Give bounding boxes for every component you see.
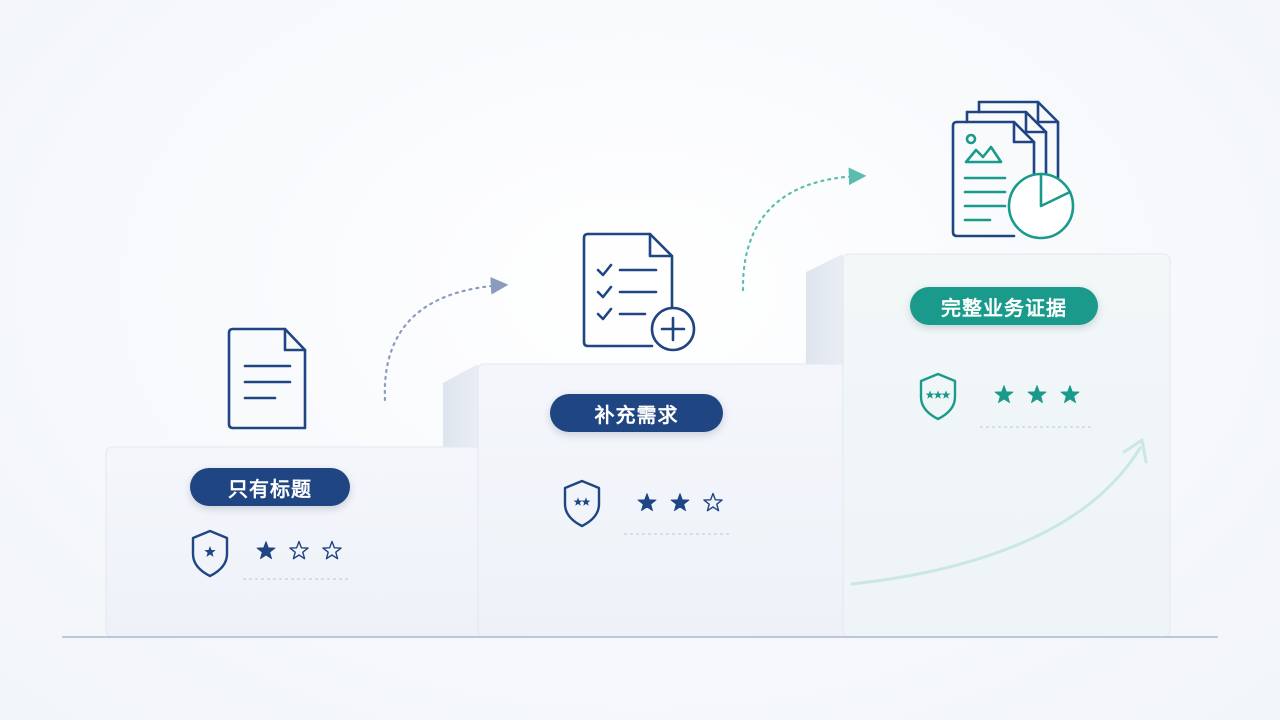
star-filled-icon	[256, 541, 276, 560]
star-filled-icon	[670, 493, 690, 512]
step-block-3	[806, 253, 1171, 638]
shield-badge-icon	[919, 372, 957, 421]
star-empty-icon	[322, 540, 342, 560]
step-1-label: 只有标题	[190, 468, 350, 506]
step-3-label: 完整业务证据	[910, 287, 1098, 325]
star-filled-icon	[637, 493, 657, 512]
star-empty-icon	[289, 540, 309, 560]
star-filled-icon	[1027, 385, 1047, 404]
document-icon	[227, 327, 307, 430]
shield-badge-icon	[563, 479, 601, 528]
star-filled-icon	[994, 385, 1014, 404]
step-block-2	[443, 363, 849, 638]
shield-badge-icon	[191, 529, 229, 578]
checklist-add-icon	[582, 232, 696, 352]
star-empty-icon	[703, 492, 723, 512]
dotted-arrow-1	[383, 277, 509, 402]
star-filled-icon	[1060, 385, 1080, 404]
document-stack-chart-icon	[951, 100, 1075, 240]
step-2-label: 补充需求	[550, 394, 723, 432]
